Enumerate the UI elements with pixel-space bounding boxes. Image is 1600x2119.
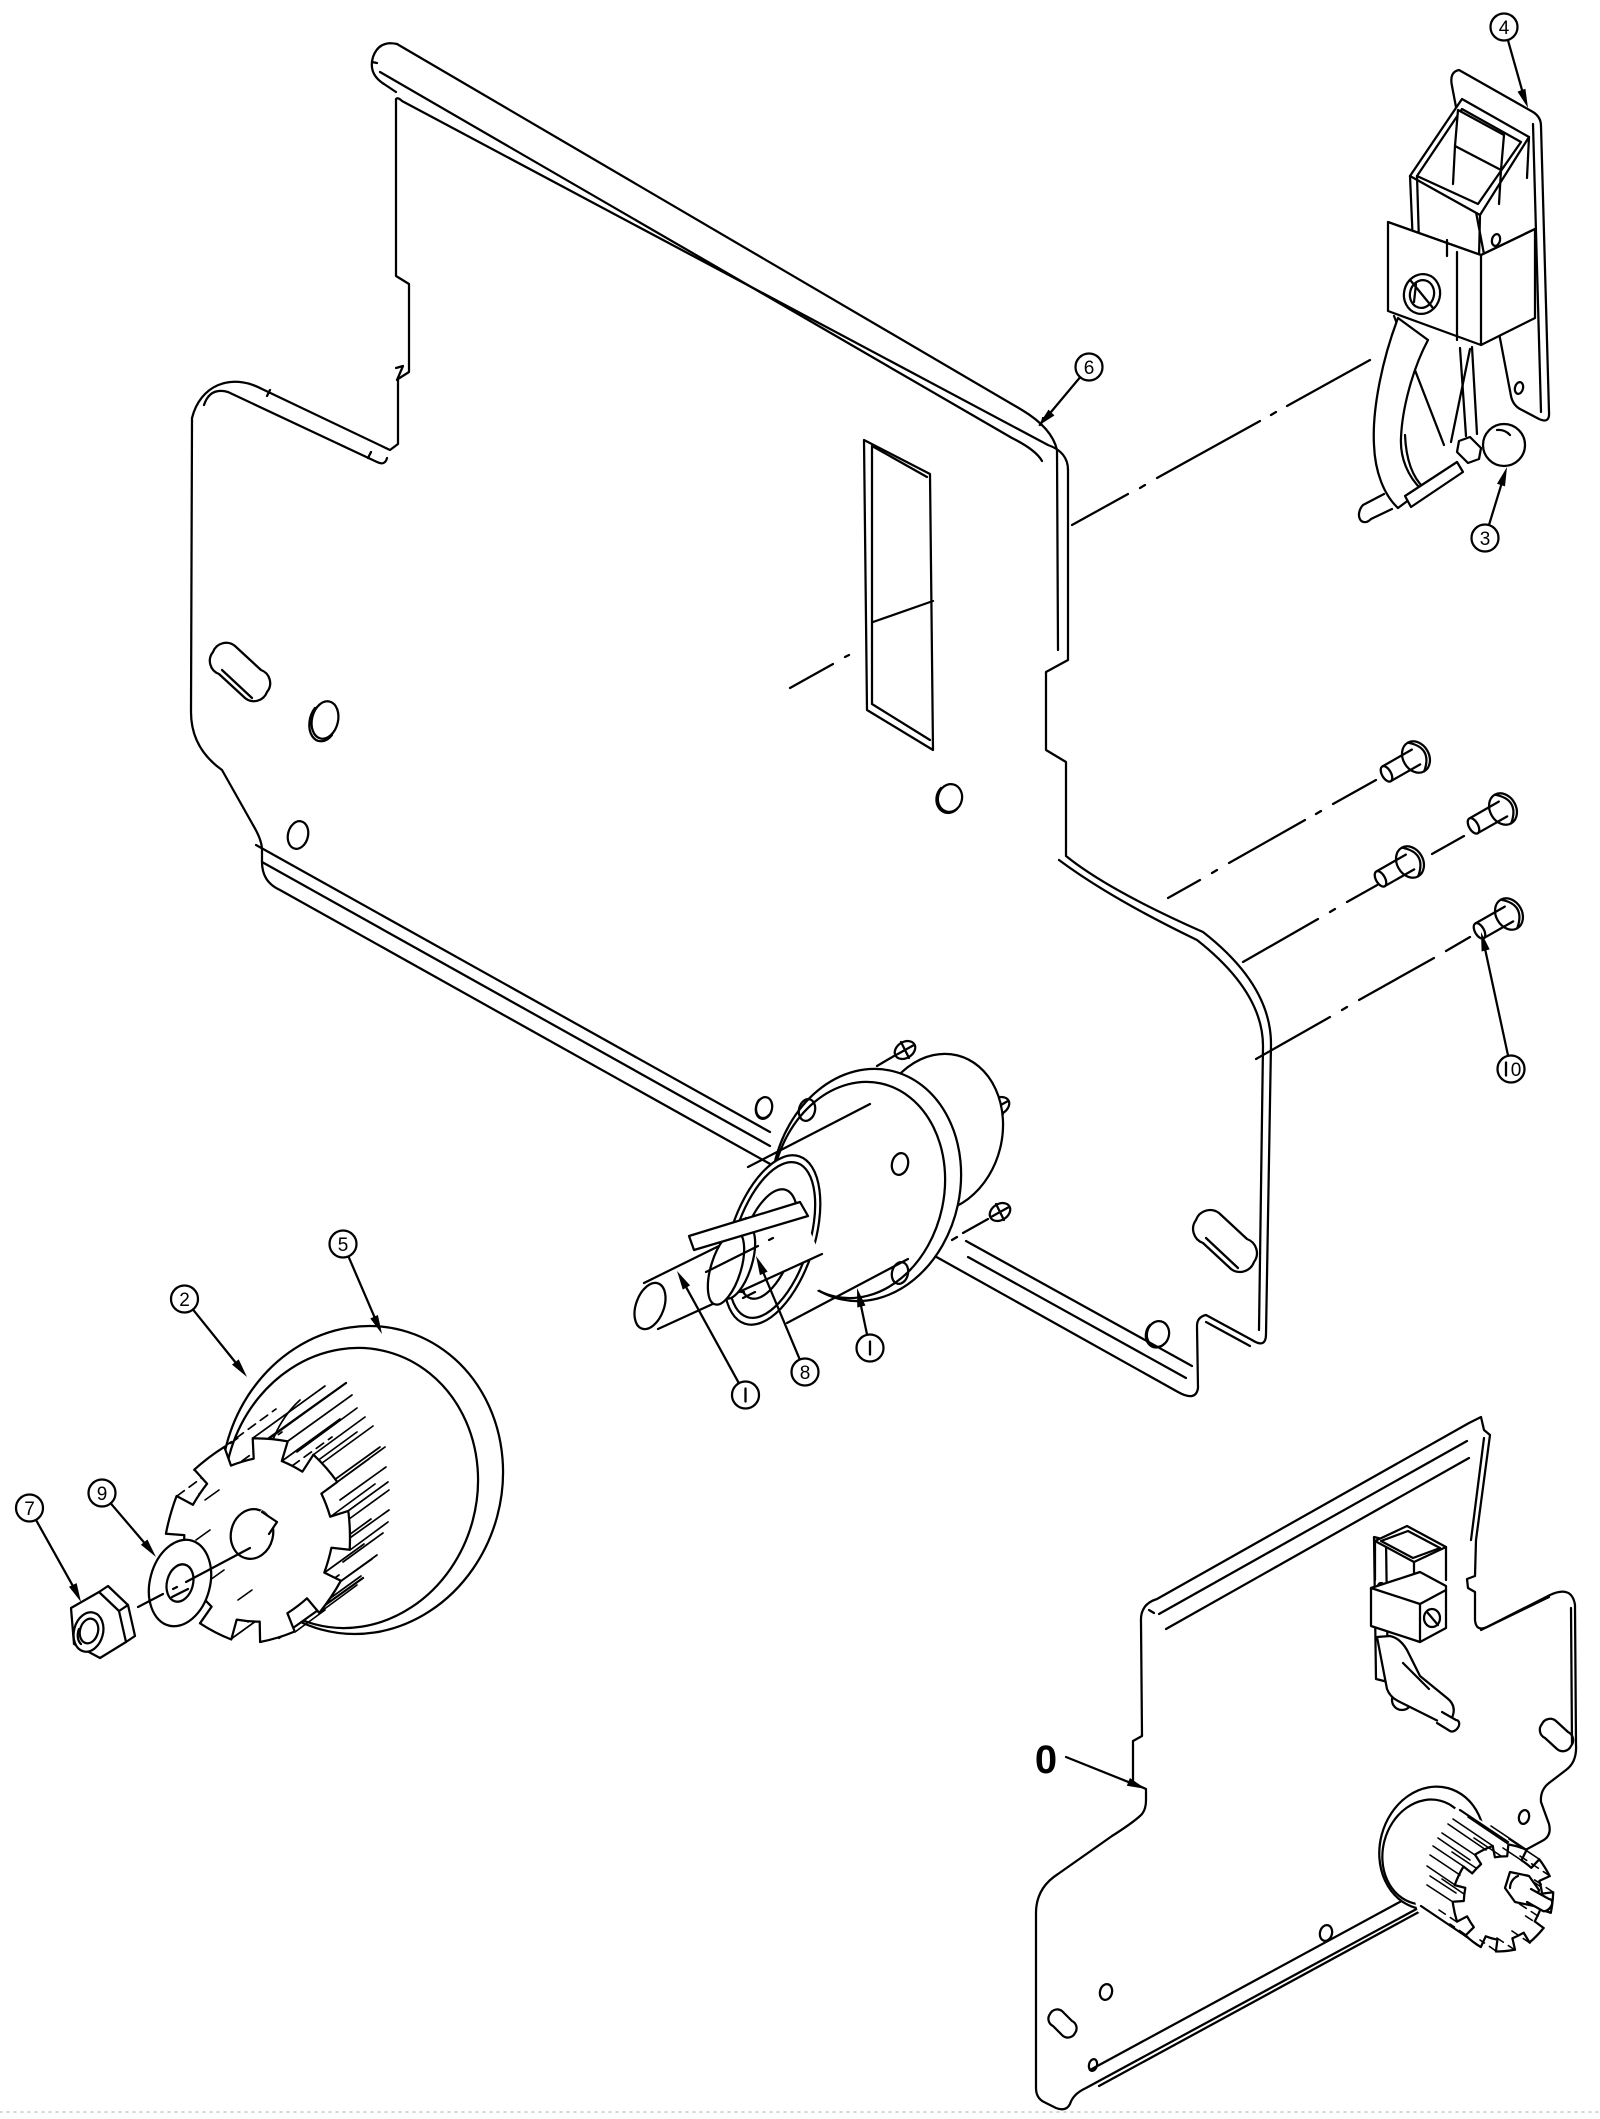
svg-text:0: 0	[1035, 1738, 1057, 1782]
svg-text:9: 9	[97, 1484, 108, 1505]
svg-text:3: 3	[1480, 529, 1491, 550]
svg-text:2: 2	[179, 1290, 190, 1311]
svg-text:0: 0	[1511, 1060, 1522, 1081]
svg-text:8: 8	[800, 1363, 811, 1384]
svg-text:6: 6	[1084, 358, 1095, 379]
svg-text:5: 5	[338, 1235, 349, 1256]
svg-text:7: 7	[24, 1499, 35, 1520]
svg-text:4: 4	[1499, 18, 1510, 39]
